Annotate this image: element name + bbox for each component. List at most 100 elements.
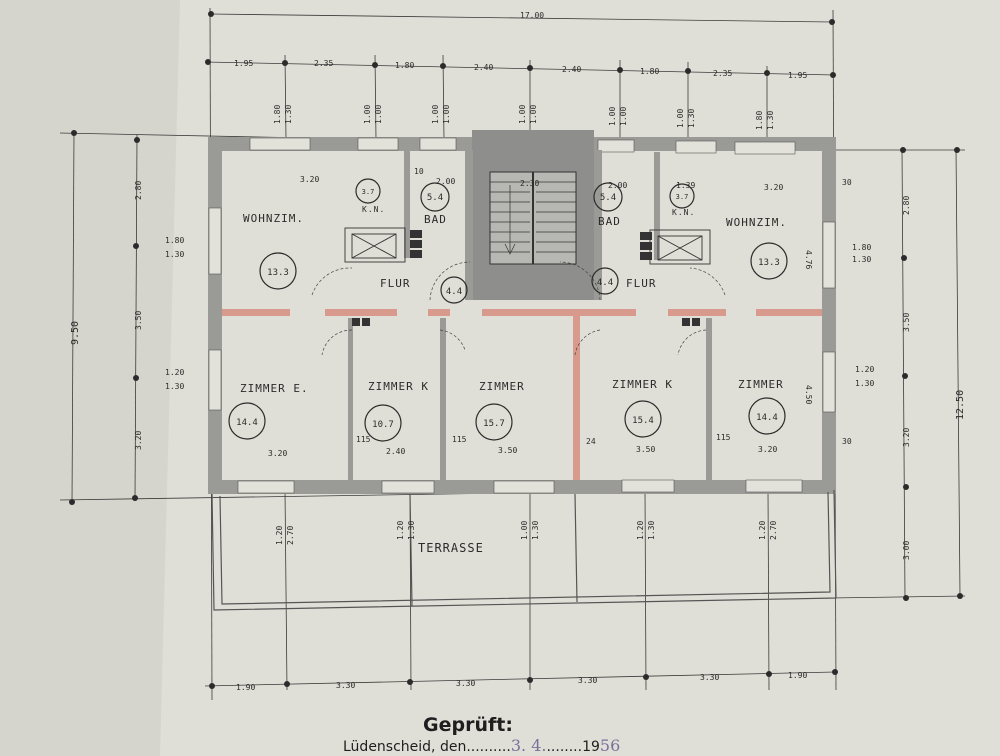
room-zimmer-k1: ZIMMER K (368, 380, 429, 393)
bottom-dim-2: 3.30 (336, 681, 355, 690)
bottom-dim-4: 3.30 (578, 676, 597, 685)
terrace-opening-4a: 1.20 (636, 521, 645, 540)
right-dim-1: 2.80 (902, 196, 911, 215)
area-wohnzimmer-left: 13.3 (267, 268, 289, 278)
inner-dim-115c: 115 (716, 433, 731, 442)
approval-place: Lüdenscheid, den (343, 739, 467, 755)
right-dim-4: 3.00 (902, 541, 911, 560)
left-dims: 9.50 2.80 3.50 3.20 1.80 1.30 1.20 1.30 (70, 181, 184, 450)
chimney-blocks (352, 230, 700, 326)
approval-dots-2: ........ (546, 739, 583, 755)
top-opening-7b: 1.30 (766, 111, 775, 130)
top-opening-7a: 1.80 (755, 111, 764, 130)
dim-overall-width: 17.00 (520, 11, 544, 20)
room-wohnzimmer-left: WOHNZIM. (243, 212, 304, 225)
top-opening-5b: 1.00 (619, 107, 628, 126)
left-opening-2a: 1.20 (165, 368, 184, 377)
bottom-dim-5: 3.30 (700, 673, 719, 682)
approval-year-prefix: 19 (582, 739, 600, 755)
room-flur-right: FLUR (626, 277, 657, 290)
top-opening-dims: 1.80 1.30 1.00 1.00 1.00 1.00 1.00 1.00 … (273, 105, 775, 130)
top-dim-1: 1.95 (234, 59, 253, 68)
partition-walls (222, 309, 822, 480)
top-opening-4a: 1.00 (518, 105, 527, 124)
right-opening-1b: 1.30 (852, 255, 871, 264)
right-opening-2b: 1.30 (855, 379, 874, 388)
top-opening-5a: 1.00 (608, 107, 617, 126)
area-zimmer-right: 14.4 (756, 413, 778, 423)
area-kochnische-left: 3.7 (362, 188, 375, 196)
right-dim-2: 3.50 (902, 313, 911, 332)
inner-dim-bot-320a: 3.20 (268, 449, 287, 458)
area-zimmer-e: 14.4 (236, 418, 258, 428)
bottom-dim-3: 3.30 (456, 679, 475, 688)
right-opening-1a: 1.80 (852, 243, 871, 252)
area-zimmer-k1: 10.7 (372, 420, 394, 430)
top-dim-8: 1.95 (788, 71, 807, 80)
inner-dim-24: 24 (586, 437, 596, 446)
terrace-opening-2b: 1.30 (407, 521, 416, 540)
room-bad-left: BAD (424, 213, 447, 226)
room-zimmer-k2: ZIMMER K (612, 378, 673, 391)
bottom-dim-1: 1.90 (236, 683, 255, 692)
terrace-opening-5a: 1.20 (758, 521, 767, 540)
left-dim-2: 3.50 (134, 311, 143, 330)
top-dim-chain: 1.95 2.35 1.80 2.40 2.40 1.80 2.35 1.95 (234, 59, 807, 80)
room-zimmer-right: ZIMMER (738, 378, 784, 391)
inner-dim-stair: 2.30 (520, 179, 539, 188)
inner-dims: 3.20 2.00 2.30 2.00 1.39 3.20 3.20 2.40 … (268, 167, 852, 458)
bottom-dim-chain: 1.90 3.30 3.30 3.30 3.30 1.90 (236, 671, 807, 692)
right-dim-3: 3.20 (902, 428, 911, 447)
inner-dim-476: 4.76 (804, 250, 813, 269)
area-flur-right: 4.4 (597, 278, 613, 288)
terrace-opening-5b: 2.70 (769, 521, 778, 540)
top-opening-6a: 1.00 (676, 109, 685, 128)
terrace-opening-2a: 1.20 (396, 521, 405, 540)
terrace-opening-1b: 2.70 (286, 526, 295, 545)
kitchen-niche-fixtures (344, 227, 711, 265)
inner-dim-bot-240: 2.40 (386, 447, 405, 456)
inner-dim-bot-320b: 3.20 (758, 445, 777, 454)
area-bad-left: 5.4 (427, 193, 443, 203)
inner-dim-115b: 115 (452, 435, 467, 444)
top-dim-2: 2.35 (314, 59, 333, 68)
room-wohnzimmer-right: WOHNZIM. (726, 216, 787, 229)
top-dim-3: 1.80 (395, 61, 414, 70)
inner-dim-139: 1.39 (676, 181, 695, 190)
room-areas: 13.3 3.7 5.4 4.4 5.4 3.7 4.4 13.3 14.4 1… (236, 188, 780, 430)
approval-date-handwritten: 3. 4. (510, 736, 547, 755)
room-zimmer-mid: ZIMMER (479, 380, 525, 393)
approval-title: Geprüft: (423, 714, 513, 736)
inner-dim-bot-350b: 3.50 (636, 445, 655, 454)
inner-dim-200-left: 2.00 (436, 177, 455, 186)
top-opening-2b: 1.00 (374, 105, 383, 124)
inner-dim-10: 10 (414, 167, 424, 176)
inner-dim-200-right: 2.00 (608, 181, 627, 190)
room-labels: WOHNZIM. K.N. BAD FLUR BAD K.N. FLUR WOH… (240, 205, 787, 555)
top-opening-6b: 1.30 (687, 109, 696, 128)
approval-line: Lüdenscheid, den..........3. 4.........1… (343, 736, 620, 755)
right-dims: 12.50 2.80 3.50 3.20 3.00 1.80 1.30 1.20… (852, 196, 966, 560)
area-circles (228, 178, 788, 442)
top-opening-1b: 1.30 (284, 105, 293, 124)
approval-year-handwritten: 56 (599, 736, 621, 755)
approval-dots-1: .......... (466, 739, 511, 755)
inner-dim-320-left: 3.20 (300, 175, 319, 184)
top-opening-3b: 1.00 (442, 105, 451, 124)
left-opening-1a: 1.80 (165, 236, 184, 245)
terrace-opening-3b: 1.30 (531, 521, 540, 540)
area-flur-left: 4.4 (446, 287, 462, 297)
area-wohnzimmer-right: 13.3 (758, 258, 780, 268)
top-dim-4: 2.40 (474, 63, 493, 72)
left-dim-3: 3.20 (134, 431, 143, 450)
area-bad-right: 5.4 (600, 193, 616, 203)
top-opening-2a: 1.00 (363, 105, 372, 124)
terrace-opening-dims: 1.20 2.70 1.20 1.30 1.00 1.30 1.20 1.30 … (275, 521, 778, 545)
top-opening-1a: 1.80 (273, 105, 282, 124)
room-flur-left: FLUR (380, 277, 411, 290)
terrace-opening-3a: 1.00 (520, 521, 529, 540)
left-dim-1: 2.80 (134, 181, 143, 200)
bottom-dim-6: 1.90 (788, 671, 807, 680)
dim-overall-height: 12.50 (955, 390, 966, 420)
